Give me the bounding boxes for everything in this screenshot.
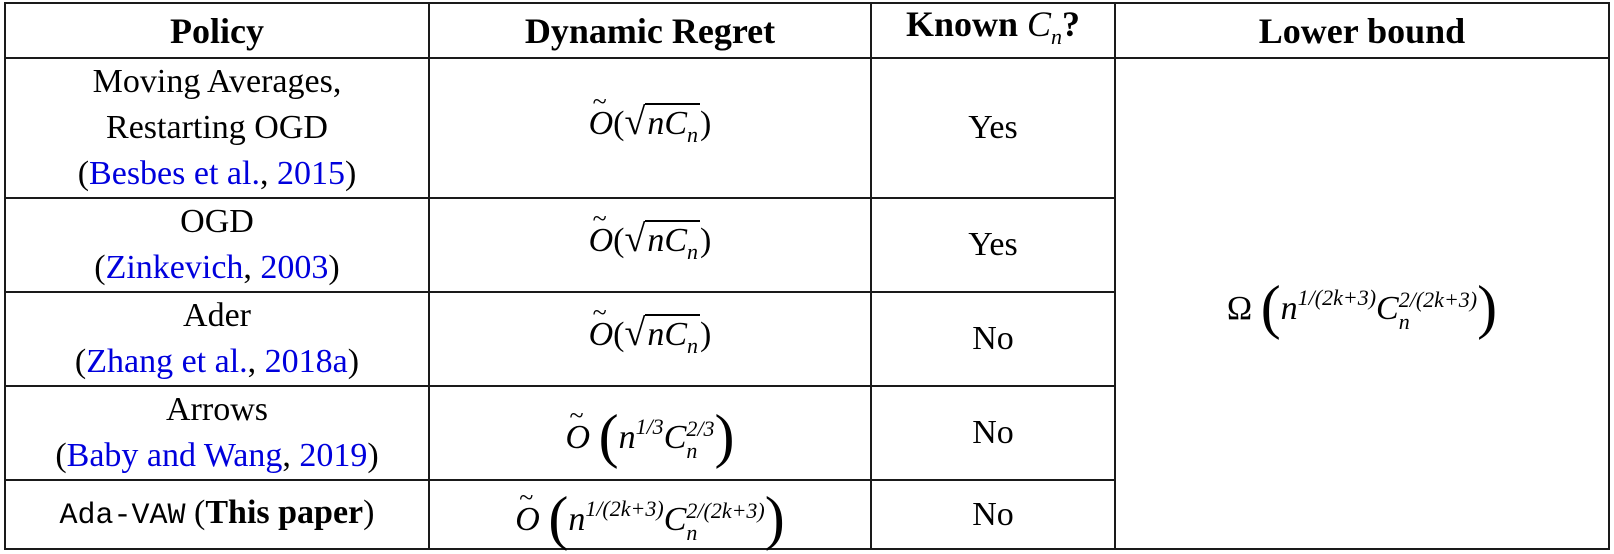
- known-cell: Yes: [870, 197, 1116, 293]
- citation-year-link[interactable]: 2019: [299, 437, 368, 474]
- citation-author-link[interactable]: Zinkevich: [105, 249, 244, 286]
- citation-year-link[interactable]: 2003: [260, 249, 329, 286]
- citation: (Zhang et al., 2018a): [74, 343, 360, 380]
- regret-cell: O (n1/3C2/3n): [428, 385, 872, 481]
- method-name: Ada-VAW: [59, 499, 186, 533]
- policy-cell: Arrows (Baby and Wang, 2019): [4, 385, 430, 481]
- citation-year-link[interactable]: 2018a: [264, 343, 348, 380]
- table-row: OGD (Zinkevich, 2003) O(√nCn) Yes: [4, 196, 1609, 293]
- regret-formula: O (n1/(2k+3)C2/(2k+3)n): [515, 475, 784, 548]
- citation-author-link[interactable]: Baby and Wang: [66, 437, 283, 474]
- regret-cell: O (n1/(2k+3)C2/(2k+3)n): [428, 475, 872, 550]
- known-cell: No: [870, 291, 1116, 387]
- regret-cell: O(√nCn): [428, 290, 872, 387]
- comparison-table: Policy Dynamic Regret Known Cn? Lower bo…: [4, 2, 1610, 550]
- policy-cell: Moving Averages, Restarting OGD (Besbes …: [4, 57, 430, 199]
- table-row: Arrows (Baby and Wang, 2019) O (n1/3C2/3…: [4, 385, 1609, 481]
- regret-cell: O(√nCn): [428, 196, 872, 293]
- regret-formula: O(√nCn): [589, 196, 712, 264]
- citation-year-link[interactable]: 2015: [276, 155, 345, 192]
- regret-formula: O(√nCn): [589, 79, 712, 147]
- citation-author-link[interactable]: Zhang et al.: [86, 343, 248, 380]
- table-row: Ader (Zhang et al., 2018a) O(√nCn) No: [4, 290, 1609, 387]
- header-row: Policy Dynamic Regret Known Cn? Lower bo…: [4, 2, 1610, 59]
- policy-cell: Ader (Zhang et al., 2018a): [4, 291, 430, 387]
- header-known-cn: Known Cn?: [870, 2, 1116, 59]
- regret-formula: O (n1/3C2/3n): [566, 393, 735, 466]
- table-row: Ada-VAW (This paper) O (n1/(2k+3)C2/(2k+…: [4, 475, 1609, 550]
- regret-formula: O(√nCn): [589, 290, 712, 358]
- known-cell: Yes: [870, 57, 1116, 199]
- known-cell: No: [870, 479, 1116, 550]
- citation: (Besbes et al., 2015): [77, 155, 357, 192]
- cn-symbol: Cn: [1027, 4, 1063, 49]
- policy-cell: OGD (Zinkevich, 2003): [4, 197, 430, 293]
- header-policy: Policy: [4, 2, 430, 59]
- policy-cell: Ada-VAW (This paper): [4, 479, 430, 550]
- table-row: Moving Averages, Restarting OGD (Besbes …: [4, 57, 1610, 550]
- citation: (Zinkevich, 2003): [94, 249, 340, 286]
- citation: (Baby and Wang, 2019): [55, 437, 379, 474]
- header-dynamic-regret: Dynamic Regret: [428, 2, 872, 59]
- citation-author-link[interactable]: Besbes et al.: [89, 155, 260, 192]
- known-cell: No: [870, 385, 1116, 481]
- header-lower-bound: Lower bound: [1114, 2, 1610, 59]
- this-paper-label: This paper: [205, 494, 364, 531]
- regret-cell: O(√nCn): [428, 57, 872, 199]
